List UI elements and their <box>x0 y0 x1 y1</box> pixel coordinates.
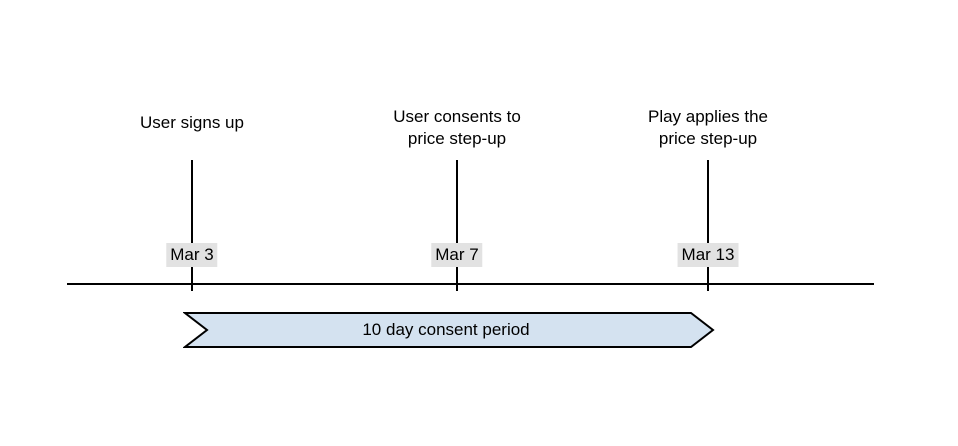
consent-period-banner <box>183 312 715 348</box>
event-caption-user-consents: User consents to price step-up <box>393 107 521 148</box>
event-tick-user-consents <box>456 160 458 291</box>
event-date-user-signs-up: Mar 3 <box>166 243 218 267</box>
banner-label: 10 day consent period <box>362 320 530 339</box>
event-date-play-applies-step-up: Mar 13 <box>677 243 739 267</box>
event-tick-user-signs-up <box>191 160 193 291</box>
banner-shape <box>183 312 715 348</box>
event-tick-play-applies-step-up <box>707 160 709 291</box>
event-caption-play-applies-step-up: Play applies the price step-up <box>647 107 769 148</box>
event-caption-user-signs-up: User signs up <box>140 113 244 132</box>
event-date-user-consents: Mar 7 <box>431 243 483 267</box>
timeline-axis <box>67 283 874 285</box>
